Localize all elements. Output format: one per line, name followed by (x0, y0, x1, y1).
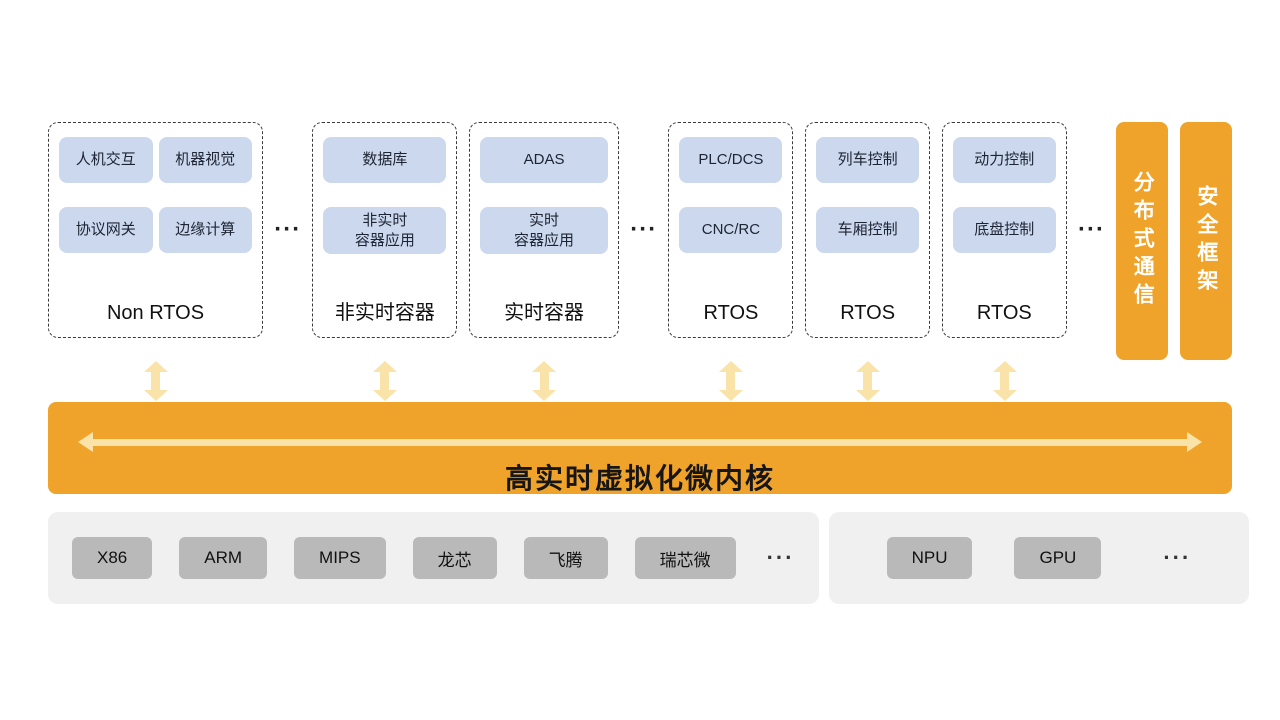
app-pill: CNC/RC (679, 207, 783, 253)
app-pill: ADAS (480, 137, 609, 183)
distributed-communication-bar: 分布式通信 (1116, 122, 1169, 360)
hardware-chip: 龙芯 (412, 537, 497, 579)
app-pill: 机器视觉 (158, 137, 252, 183)
group-label: RTOS (703, 302, 759, 324)
arrow-head-up (143, 361, 168, 372)
arrow-head-up (855, 361, 880, 372)
app-group-box: 列车控制车厢控制 RTOS (805, 122, 931, 338)
ellipsis-icon: ··· (1163, 545, 1192, 570)
arrow-head-down (992, 390, 1017, 401)
app-pill: 数据库 (323, 137, 447, 183)
security-framework-bar: 安全框架 (1179, 122, 1232, 360)
arrow-head-up (532, 361, 556, 372)
app-pill: 人机交互 (59, 137, 153, 183)
microkernel-bar: 高实时虚拟化微内核 (48, 402, 1232, 494)
hardware-chip: 瑞芯微 (634, 537, 736, 579)
microkernel-label: 高实时虚拟化微内核 (504, 463, 775, 494)
arrow-head-down (143, 390, 168, 401)
app-pill: 底盘控制 (952, 207, 1056, 253)
group-label: RTOS (976, 302, 1032, 324)
arrow-head-up (372, 361, 397, 372)
arrow-head-up (718, 361, 743, 372)
vertical-double-arrow-icon (372, 361, 398, 401)
app-group-box: 人机交互机器视觉协议网关边缘计算 Non RTOS (48, 122, 263, 338)
app-pill: 车厢控制 (816, 207, 920, 253)
group-label: 实时容器 (504, 302, 585, 324)
hardware-chip: 飞腾 (523, 537, 608, 579)
arrow-shaft (863, 372, 872, 390)
app-group-box: 动力控制底盘控制 RTOS (941, 122, 1067, 338)
vertical-double-arrow-icon (855, 361, 881, 401)
ellipsis-icon: ··· (274, 216, 302, 243)
arrow-head-left (78, 432, 93, 452)
arrow-head-down (372, 390, 397, 401)
hardware-chip: ARM (179, 537, 268, 579)
pill-grid: PLC/DCS CNC/RC (679, 137, 783, 253)
app-group-box: 数据库非实时 容器应用非实时容器 (312, 122, 458, 338)
cpu-hardware-panel: X86 ARM MIPS 龙芯飞腾瑞芯微 ··· (48, 512, 819, 604)
arrow-shaft (93, 438, 1187, 446)
pill-grid: ADAS 实时 容器应用 (480, 137, 609, 254)
arrow-head-down (718, 390, 743, 401)
arrow-shaft (539, 372, 549, 390)
pill-grid: 数据库非实时 容器应用 (323, 137, 447, 254)
accelerator-hardware-panel: NPU GPU ··· (828, 512, 1250, 604)
hardware-chip: NPU (886, 537, 973, 579)
connector-band (0, 360, 1280, 402)
app-pill: PLC/DCS (679, 137, 783, 183)
pill-grid: 列车控制车厢控制 (816, 137, 920, 253)
ellipsis-icon: ··· (1078, 216, 1105, 243)
arrow-head-right (1187, 432, 1202, 452)
vertical-double-arrow-icon (718, 361, 744, 401)
arrow-head-down (855, 390, 880, 401)
arrow-shaft (151, 372, 160, 390)
app-pill: 非实时 容器应用 (323, 207, 447, 254)
arrow-shaft (726, 372, 735, 390)
pill-grid: 人机交互机器视觉协议网关边缘计算 (59, 137, 252, 253)
app-group-box: PLC/DCS CNC/RC RTOS (668, 122, 794, 338)
vertical-double-arrow-icon (531, 361, 557, 401)
vertical-double-arrow-icon (143, 361, 169, 401)
ellipsis-icon: ··· (630, 216, 658, 243)
group-label: RTOS (840, 302, 896, 324)
app-pill: 协议网关 (59, 207, 153, 253)
hardware-chip: X86 (72, 537, 153, 579)
arrow-head-down (532, 390, 556, 401)
hardware-chip: MIPS (294, 537, 386, 579)
arrow-head-up (992, 361, 1017, 372)
app-group-box: ADAS 实时 容器应用实时容器 (469, 122, 620, 338)
app-pill: 边缘计算 (158, 207, 252, 253)
app-pill: 列车控制 (816, 137, 920, 183)
vertical-double-arrow-icon (992, 361, 1018, 401)
application-layer-row: 人机交互机器视觉协议网关边缘计算 Non RTOS ··· 数据库非实时 容器应用非实… (0, 122, 1280, 360)
hardware-layer-row: X86 ARM MIPS 龙芯飞腾瑞芯微 ··· NPU GPU ··· (48, 512, 1250, 604)
hardware-chip: GPU (1014, 537, 1102, 579)
app-pill: 实时 容器应用 (480, 207, 609, 254)
horizontal-double-arrow-icon (78, 432, 1202, 452)
arrow-shaft (1000, 372, 1009, 390)
pill-grid: 动力控制底盘控制 (952, 137, 1056, 253)
group-label: Non RTOS (106, 302, 205, 324)
app-pill: 动力控制 (952, 137, 1056, 183)
ellipsis-icon: ··· (766, 545, 795, 570)
arrow-shaft (380, 372, 389, 390)
group-label: 非实时容器 (334, 302, 435, 324)
